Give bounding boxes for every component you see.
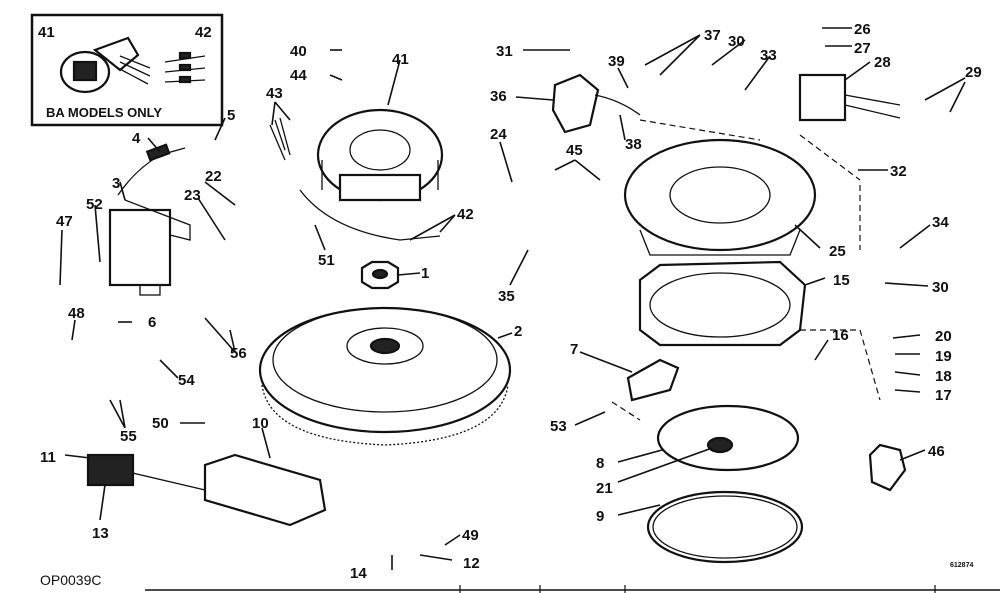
sensor-module <box>798 73 901 122</box>
leader-lines <box>59 27 966 570</box>
callout-23: 23 <box>184 187 201 204</box>
retainer-plate <box>656 404 800 472</box>
callout-21: 21 <box>596 480 613 497</box>
callout-22: 22 <box>205 168 222 185</box>
callout-36: 36 <box>490 88 507 105</box>
callout-50: 50 <box>152 415 169 432</box>
dashed-assembly-lines <box>611 119 881 421</box>
callout-32: 32 <box>890 163 907 180</box>
callout-55: 55 <box>120 428 137 445</box>
callout-42: 42 <box>457 206 474 223</box>
callout-9: 9 <box>596 508 604 525</box>
inset-title: BA MODELS ONLY <box>46 105 162 120</box>
power-pack <box>86 453 327 527</box>
callout-51: 51 <box>318 252 335 269</box>
callout-46: 46 <box>928 443 945 460</box>
figure-code: OP0039C <box>40 572 101 588</box>
stator-assembly <box>316 108 444 202</box>
inset-connectors-icon <box>164 51 206 84</box>
callout-52: 52 <box>86 196 103 213</box>
inset-ba-models: 41 42 BA MODELS ONLY <box>30 13 224 127</box>
callout-35: 35 <box>498 288 515 305</box>
timer-base <box>623 138 817 256</box>
callout-16: 16 <box>832 327 849 344</box>
callout-13: 13 <box>92 525 109 542</box>
inset-label-41: 41 <box>38 24 55 41</box>
callout-28: 28 <box>874 54 891 71</box>
callout-29: 29 <box>965 64 982 81</box>
callout-19: 19 <box>935 348 952 365</box>
callout-37: 37 <box>704 27 721 44</box>
callout-33: 33 <box>760 47 777 64</box>
callout-39: 39 <box>608 53 625 70</box>
callout-30-right: 30 <box>932 279 949 296</box>
callout-47: 47 <box>56 213 73 230</box>
bottom-rule <box>145 585 1000 593</box>
callout-27: 27 <box>854 40 871 57</box>
armature-plate <box>638 260 807 347</box>
callout-5: 5 <box>227 107 235 124</box>
callout-7: 7 <box>570 341 578 358</box>
callout-49: 49 <box>462 527 479 544</box>
callout-25: 25 <box>829 243 846 260</box>
callout-41: 41 <box>392 51 409 68</box>
inset-stator-icon <box>59 36 151 94</box>
callout-40: 40 <box>290 43 307 60</box>
callout-24: 24 <box>490 126 507 143</box>
callout-43: 43 <box>266 85 283 102</box>
callout-31: 31 <box>496 43 513 60</box>
stator-leads <box>269 117 441 241</box>
trigger-module <box>551 73 641 134</box>
callout-56: 56 <box>230 345 247 362</box>
callout-45: 45 <box>566 142 583 159</box>
mount-bracket <box>868 443 907 492</box>
callout-8: 8 <box>596 455 604 472</box>
callout-17: 17 <box>935 387 952 404</box>
callout-3: 3 <box>112 175 120 192</box>
throttle-cam <box>626 358 680 402</box>
callout-11: 11 <box>40 449 56 466</box>
callout-53: 53 <box>550 418 567 435</box>
callout-2: 2 <box>514 323 522 340</box>
callout-14: 14 <box>350 565 367 582</box>
callout-15: 15 <box>833 272 850 289</box>
flywheel <box>258 306 512 446</box>
callout-54: 54 <box>178 372 195 389</box>
flywheel-nut <box>360 260 400 290</box>
callout-18: 18 <box>935 368 952 385</box>
callout-1: 1 <box>421 265 429 282</box>
callout-26: 26 <box>854 21 871 38</box>
inset-label-42: 42 <box>195 24 212 41</box>
callout-labels: 1 2 3 4 5 6 7 8 9 10 11 12 13 14 15 16 1… <box>40 21 982 582</box>
callout-12: 12 <box>463 555 480 572</box>
callout-6: 6 <box>148 314 156 331</box>
callout-20: 20 <box>935 328 952 345</box>
spark-plug-lead <box>117 143 186 196</box>
callout-10: 10 <box>252 415 269 432</box>
callout-30-top: 30 <box>728 33 745 50</box>
callout-48: 48 <box>68 305 85 322</box>
serial-code: 612874 <box>950 562 973 569</box>
retaining-ring <box>646 490 804 564</box>
callout-38: 38 <box>625 136 642 153</box>
callout-44: 44 <box>290 67 307 84</box>
callout-4: 4 <box>132 130 141 147</box>
callout-34: 34 <box>932 214 949 231</box>
ignition-coil <box>108 199 191 296</box>
